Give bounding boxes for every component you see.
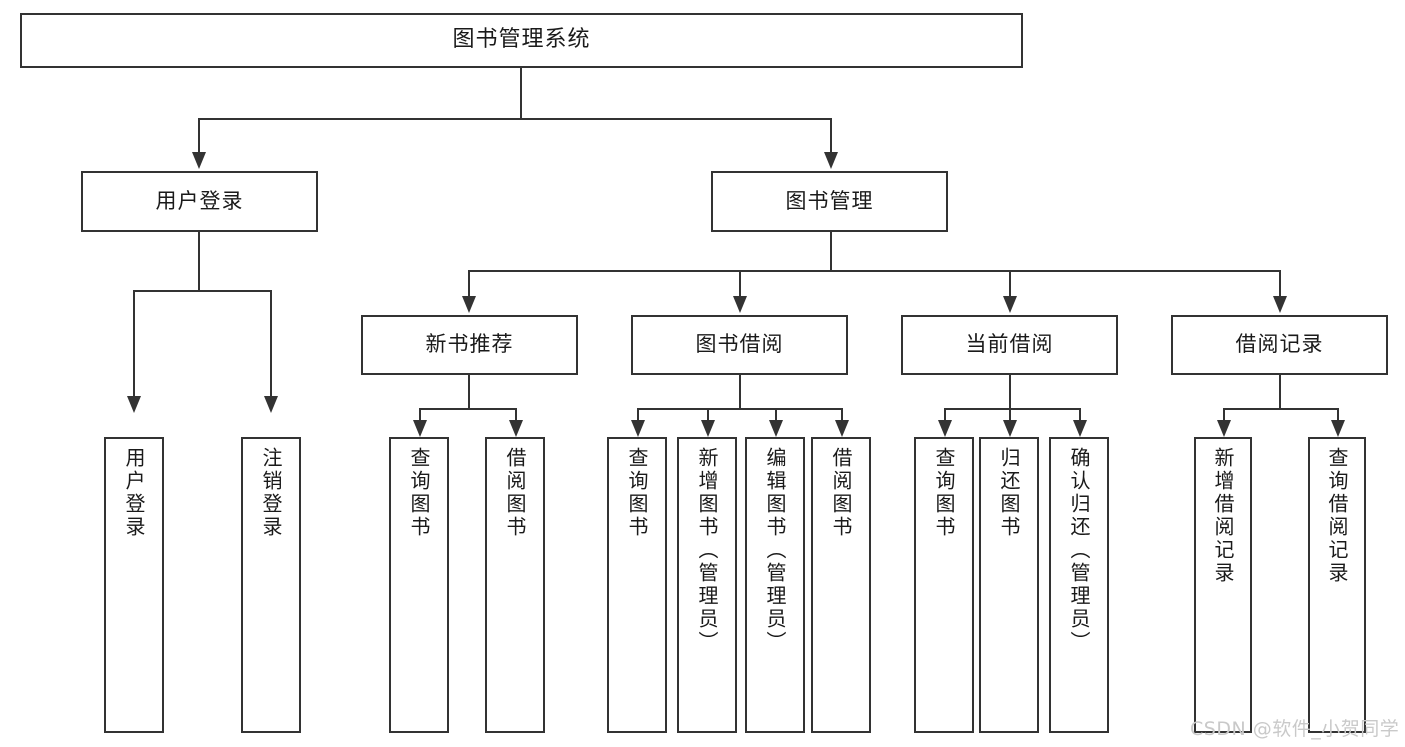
arrowhead-nbr-leaf-1 bbox=[413, 420, 427, 437]
connector-user-login-bus bbox=[133, 290, 271, 292]
arrowhead-bb-leaf-2 bbox=[701, 420, 715, 437]
connector-root-to-book-management bbox=[830, 118, 832, 154]
connector-cb-stem bbox=[1009, 375, 1011, 410]
connector-cb-bus bbox=[944, 408, 1080, 410]
node-user-login[interactable]: 用户登录 bbox=[81, 171, 318, 232]
leaf-br-add-record[interactable]: 新增借阅记录 bbox=[1194, 437, 1252, 733]
node-label: 借阅图书 bbox=[829, 447, 853, 539]
node-label: 确认归还（管理员） bbox=[1067, 447, 1091, 654]
node-label: 查询图书 bbox=[407, 447, 431, 539]
node-new-book-recommend[interactable]: 新书推荐 bbox=[361, 315, 578, 375]
connector-user-login-to-leaf-2 bbox=[270, 290, 272, 398]
node-label: 图书管理 bbox=[785, 188, 874, 213]
leaf-user-login-login[interactable]: 用户登录 bbox=[104, 437, 164, 733]
leaf-cb-query-book[interactable]: 查询图书 bbox=[914, 437, 974, 733]
node-label: 编辑图书（管理员） bbox=[763, 447, 787, 654]
connector-root-to-user-login bbox=[198, 118, 200, 154]
arrowhead-user-login-leaf-2 bbox=[264, 396, 278, 413]
arrowhead-nbr-leaf-2 bbox=[509, 420, 523, 437]
node-label: 查询图书 bbox=[932, 447, 956, 539]
node-label: 归还图书 bbox=[997, 447, 1021, 539]
arrowhead-bb-leaf-4 bbox=[835, 420, 849, 437]
leaf-nbr-query-book[interactable]: 查询图书 bbox=[389, 437, 449, 733]
node-label: 用户登录 bbox=[155, 188, 244, 213]
connector-nbr-to-leaf-2 bbox=[515, 408, 517, 422]
node-label: 借阅记录 bbox=[1235, 332, 1324, 357]
connector-br-stem bbox=[1279, 375, 1281, 410]
connector-cb-to-leaf-2 bbox=[1009, 408, 1011, 422]
connector-book-management-bus bbox=[468, 270, 1280, 272]
arrowhead-cb-leaf-3 bbox=[1073, 420, 1087, 437]
connector-bm-to-new-book bbox=[468, 270, 470, 298]
connector-root-bus bbox=[198, 118, 832, 120]
connector-br-bus bbox=[1223, 408, 1339, 410]
node-label: 查询图书 bbox=[625, 447, 649, 539]
arrowhead-bb-leaf-1 bbox=[631, 420, 645, 437]
leaf-bb-add-book-admin[interactable]: 新增图书（管理员） bbox=[677, 437, 737, 733]
node-label: 新增借阅记录 bbox=[1211, 447, 1235, 585]
arrowhead-bm-to-new-book bbox=[462, 296, 476, 313]
node-label: 查询借阅记录 bbox=[1325, 447, 1349, 585]
connector-cb-to-leaf-1 bbox=[944, 408, 946, 422]
leaf-bb-borrow-book[interactable]: 借阅图书 bbox=[811, 437, 871, 733]
connector-cb-to-leaf-3 bbox=[1079, 408, 1081, 422]
node-borrow-record[interactable]: 借阅记录 bbox=[1171, 315, 1388, 375]
arrowhead-cb-leaf-1 bbox=[938, 420, 952, 437]
node-label: 用户登录 bbox=[122, 447, 146, 539]
connector-bb-to-leaf-2 bbox=[707, 408, 709, 422]
leaf-br-query-record[interactable]: 查询借阅记录 bbox=[1308, 437, 1366, 733]
node-book-borrow[interactable]: 图书借阅 bbox=[631, 315, 848, 375]
connector-bb-to-leaf-1 bbox=[637, 408, 639, 422]
arrowhead-user-login-leaf-1 bbox=[127, 396, 141, 413]
arrowhead-bm-to-current-borrow bbox=[1003, 296, 1017, 313]
node-root-book-management-system[interactable]: 图书管理系统 bbox=[20, 13, 1023, 68]
arrowhead-br-leaf-1 bbox=[1217, 420, 1231, 437]
connector-book-management-stem bbox=[830, 232, 832, 272]
connector-user-login-to-leaf-1 bbox=[133, 290, 135, 398]
node-current-borrow[interactable]: 当前借阅 bbox=[901, 315, 1118, 375]
node-label: 新书推荐 bbox=[425, 332, 514, 357]
connector-root-stem bbox=[520, 68, 522, 119]
node-label: 注销登录 bbox=[259, 447, 283, 539]
connector-br-to-leaf-2 bbox=[1337, 408, 1339, 422]
arrowhead-root-to-user-login bbox=[192, 152, 206, 169]
leaf-bb-query-book[interactable]: 查询图书 bbox=[607, 437, 667, 733]
arrowhead-root-to-book-management bbox=[824, 152, 838, 169]
node-book-management[interactable]: 图书管理 bbox=[711, 171, 948, 232]
leaf-bb-edit-book-admin[interactable]: 编辑图书（管理员） bbox=[745, 437, 805, 733]
connector-bb-bus bbox=[637, 408, 842, 410]
connector-bm-to-book-borrow bbox=[739, 270, 741, 298]
leaf-cb-return-book[interactable]: 归还图书 bbox=[979, 437, 1039, 733]
arrowhead-bm-to-book-borrow bbox=[733, 296, 747, 313]
connector-user-login-stem bbox=[198, 232, 200, 292]
arrowhead-br-leaf-2 bbox=[1331, 420, 1345, 437]
arrowhead-bb-leaf-3 bbox=[769, 420, 783, 437]
node-label: 图书管理系统 bbox=[452, 27, 591, 53]
leaf-cb-confirm-return-admin[interactable]: 确认归还（管理员） bbox=[1049, 437, 1109, 733]
connector-bm-to-current-borrow bbox=[1009, 270, 1011, 298]
connector-br-to-leaf-1 bbox=[1223, 408, 1225, 422]
leaf-user-login-logout[interactable]: 注销登录 bbox=[241, 437, 301, 733]
leaf-nbr-borrow-book[interactable]: 借阅图书 bbox=[485, 437, 545, 733]
connector-bm-to-borrow-record bbox=[1279, 270, 1281, 298]
connector-nbr-bus bbox=[419, 408, 517, 410]
arrowhead-cb-leaf-2 bbox=[1003, 420, 1017, 437]
node-label: 新增图书（管理员） bbox=[695, 447, 719, 654]
node-label: 当前借阅 bbox=[965, 332, 1054, 357]
connector-bb-to-leaf-4 bbox=[841, 408, 843, 422]
node-label: 图书借阅 bbox=[695, 332, 784, 357]
connector-bb-stem bbox=[739, 375, 741, 410]
connector-nbr-to-leaf-1 bbox=[419, 408, 421, 422]
connector-bb-to-leaf-3 bbox=[775, 408, 777, 422]
node-label: 借阅图书 bbox=[503, 447, 527, 539]
connector-nbr-stem bbox=[468, 375, 470, 410]
arrowhead-bm-to-borrow-record bbox=[1273, 296, 1287, 313]
